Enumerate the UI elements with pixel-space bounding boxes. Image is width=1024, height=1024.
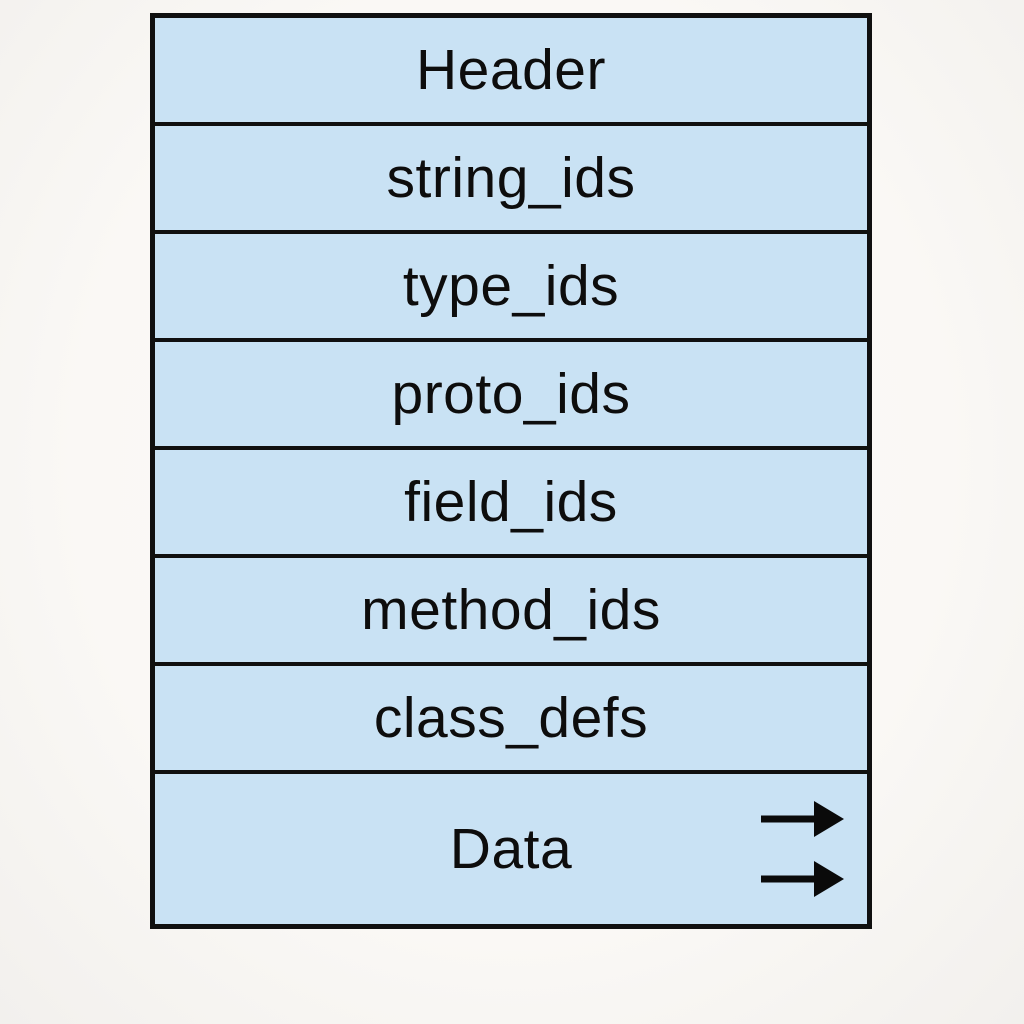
row-label: Header <box>416 37 606 102</box>
row-label: method_ids <box>361 577 661 642</box>
row-label: type_ids <box>402 253 620 318</box>
diagram-row-proto-ids: proto_ids <box>155 342 867 450</box>
data-arrows <box>759 799 845 899</box>
arrow-right-icon <box>761 861 844 897</box>
diagram-row-type-ids: type_ids <box>155 234 867 342</box>
diagram-row-method-ids: method_ids <box>155 558 867 666</box>
row-label: proto_ids <box>391 361 631 426</box>
file-structure-diagram: Header string_ids type_ids proto_ids fie… <box>150 13 872 929</box>
row-label: class_defs <box>373 685 649 750</box>
arrow-right-icon <box>761 801 844 837</box>
diagram-row-data: Data <box>155 774 867 924</box>
row-label: string_ids <box>386 145 636 210</box>
row-label: Data <box>449 816 573 881</box>
row-label: field_ids <box>404 469 618 534</box>
diagram-row-field-ids: field_ids <box>155 450 867 558</box>
diagram-row-header: Header <box>155 18 867 126</box>
diagram-row-class-defs: class_defs <box>155 666 867 774</box>
diagram-row-string-ids: string_ids <box>155 126 867 234</box>
